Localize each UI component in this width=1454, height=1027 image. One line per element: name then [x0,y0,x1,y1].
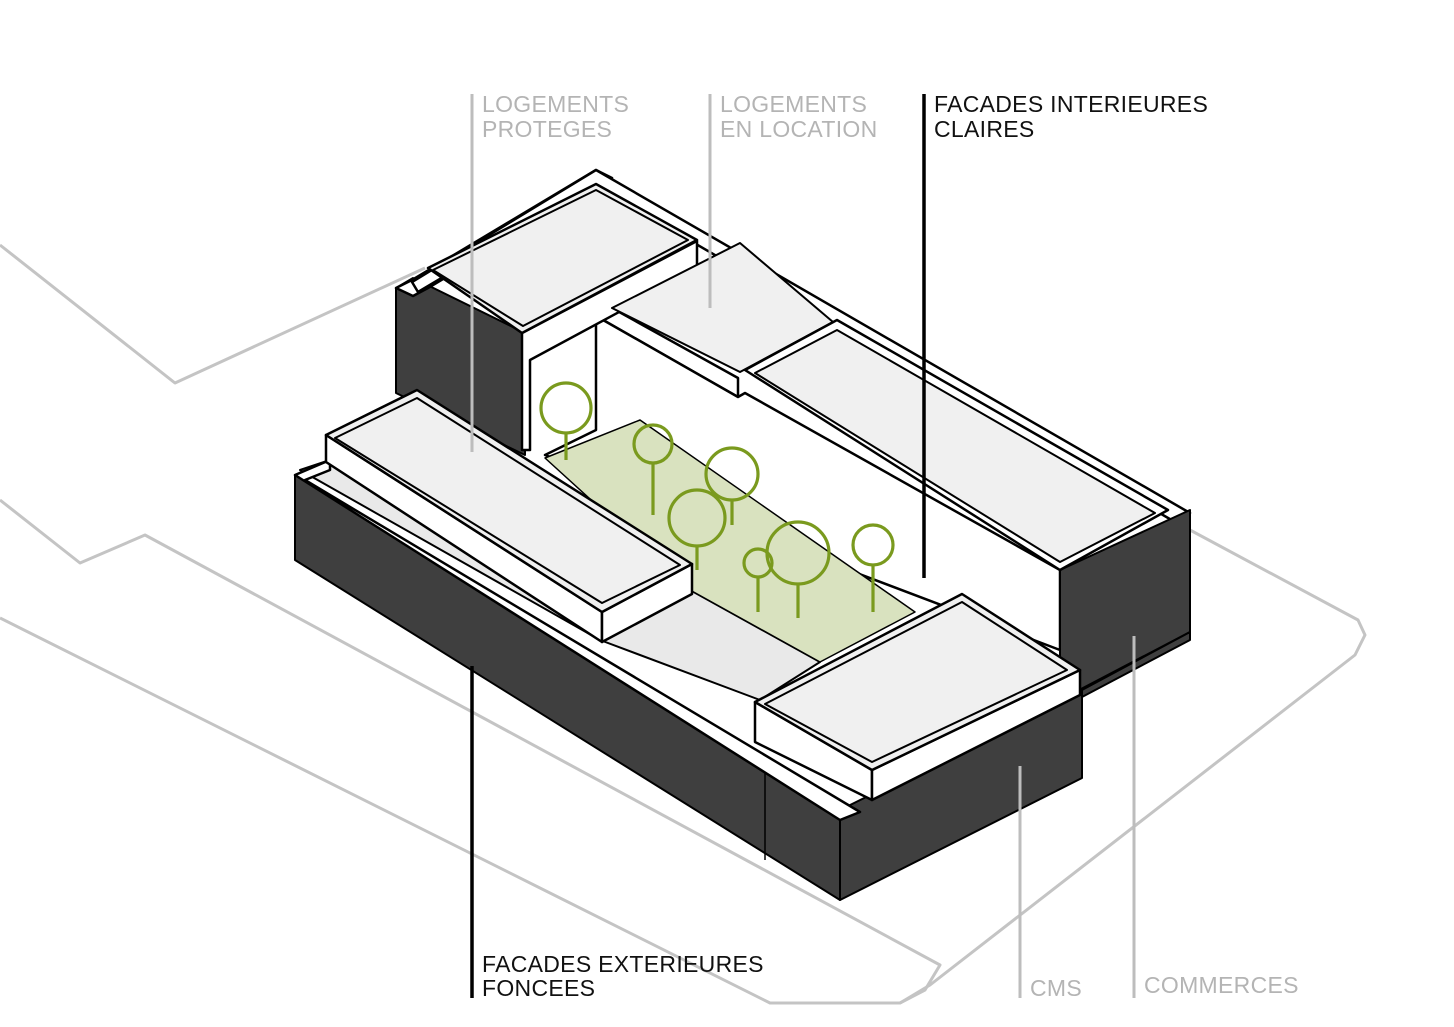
front-dark-volume [293,458,1083,901]
front-right-block [753,592,1082,802]
tree-icon [742,547,774,612]
label-cms: CMS [1030,975,1082,1001]
site-outline [0,243,1367,1005]
tree-icon [667,488,727,570]
tree-icon [632,423,674,515]
trees [539,381,895,618]
label-logements-proteges: LOGEMENTS PROTEGES [482,91,636,142]
label-logements-location: LOGEMENTS EN LOCATION [720,91,878,142]
labels: LOGEMENTS PROTEGES LOGEMENTS EN LOCATION… [482,91,1299,1001]
roof-logements-proteges [426,182,699,335]
label-facades-interieures: FACADES INTERIEURES CLAIRES [934,91,1215,142]
tree-icon [539,381,593,460]
label-facades-exterieures: FACADES EXTERIEURES FONCEES [482,951,770,1001]
label-commerces: COMMERCES [1144,972,1299,998]
tree-icon [851,523,895,612]
front-left-block [324,388,694,644]
tree-icon [704,446,760,525]
leader-lines [470,94,1136,998]
